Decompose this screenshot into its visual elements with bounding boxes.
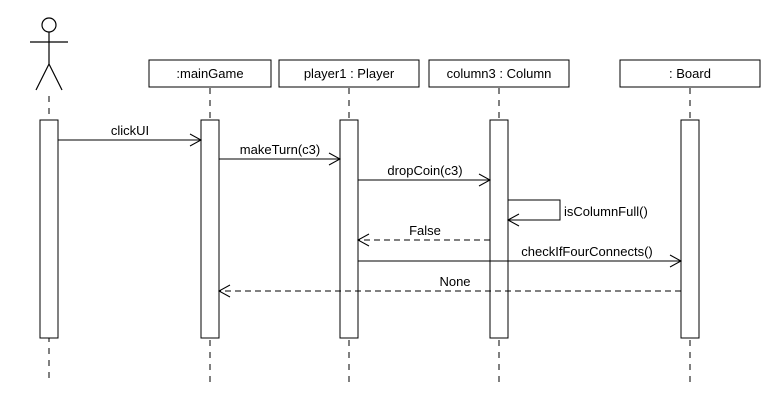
message-none-return-label: None (439, 274, 470, 289)
activation-actor (39, 119, 59, 339)
participant-board: : Board (619, 59, 761, 88)
participant-main-game: :mainGame (148, 59, 272, 88)
message-click-ui-label: clickUI (111, 123, 149, 138)
message-make-turn: makeTurn(c3) (219, 142, 342, 166)
activation-main-game (200, 119, 220, 339)
message-none-return: None (217, 274, 681, 298)
message-check-four-connects: checkIfFourConnects() (358, 244, 683, 268)
activation-board (680, 119, 700, 339)
participant-column: column3 : Column (428, 59, 570, 88)
participant-board-label: : Board (669, 66, 711, 81)
actor-figure (30, 17, 68, 91)
participant-column-label: column3 : Column (447, 66, 552, 81)
message-is-column-full: isColumnFull() (506, 199, 648, 227)
message-is-column-full-label: isColumnFull() (564, 204, 648, 219)
message-false-return: False (356, 223, 490, 247)
participant-player: player1 : Player (278, 59, 420, 88)
message-drop-coin-label: dropCoin(c3) (387, 163, 462, 178)
activation-column (489, 119, 509, 339)
message-check-four-connects-label: checkIfFourConnects() (521, 244, 653, 259)
message-make-turn-label: makeTurn(c3) (240, 142, 320, 157)
message-false-return-label: False (409, 223, 441, 238)
activation-player (339, 119, 359, 339)
participant-main-game-label: :mainGame (176, 66, 243, 81)
message-drop-coin: dropCoin(c3) (358, 163, 492, 187)
participant-player-label: player1 : Player (304, 66, 395, 81)
message-click-ui: clickUI (58, 123, 203, 147)
